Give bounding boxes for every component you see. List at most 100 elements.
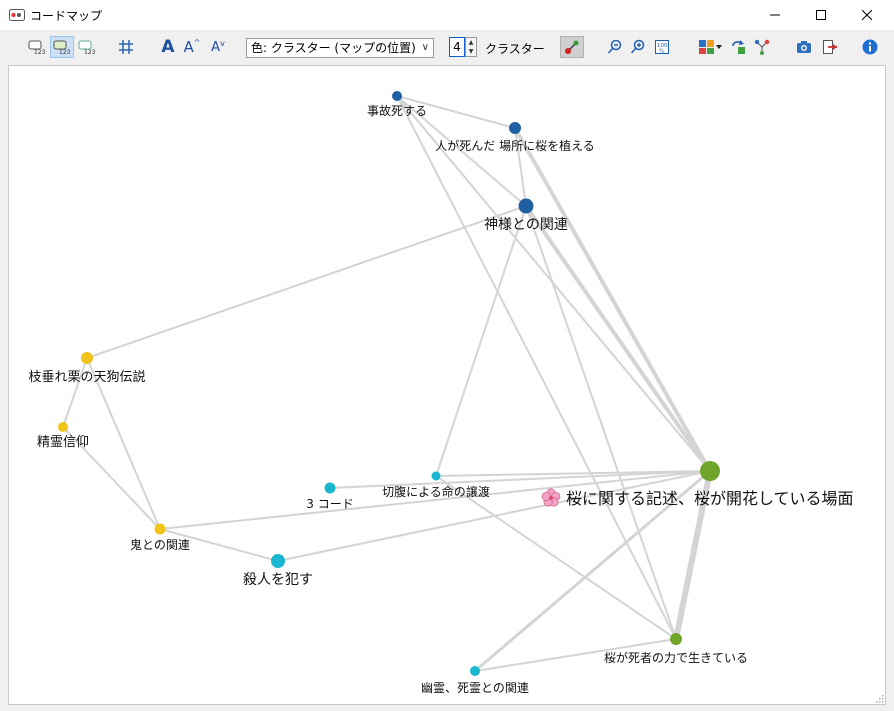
map-node-oni[interactable]: 鬼との関連 xyxy=(130,523,190,553)
edge-hito-sakura xyxy=(513,127,712,472)
node-dot[interactable] xyxy=(271,554,285,568)
map-node-shidare[interactable]: 枝垂れ栗の天狗伝説 xyxy=(28,352,146,385)
map-node-kami[interactable]: 神様との関連 xyxy=(484,198,568,234)
node-dot[interactable] xyxy=(58,422,68,432)
color-mode-select[interactable]: 色: クラスター (マップの位置) ∨ xyxy=(246,38,434,58)
map-node-seirei[interactable]: 精霊信仰 xyxy=(37,422,89,450)
node-dot[interactable] xyxy=(509,122,521,134)
node-label: 精霊信仰 xyxy=(37,435,89,450)
svg-text:123: 123 xyxy=(84,49,96,55)
exit-button[interactable] xyxy=(820,36,840,58)
edge-oni-satsujin xyxy=(159,528,279,562)
tree-icon xyxy=(754,39,770,55)
edge-seppuku-sakura xyxy=(435,470,711,477)
edge-kami-shisha xyxy=(525,205,677,640)
tag-123-green-icon: 123 xyxy=(53,40,71,55)
info-button[interactable] xyxy=(860,36,880,58)
map-node-yurei[interactable]: 幽霊、死霊との関連 xyxy=(421,666,529,695)
font-larger-button[interactable]: A^ xyxy=(183,37,201,57)
node-dot[interactable] xyxy=(518,198,534,214)
map-node-hito[interactable]: 人が死んだ 場所に桜を植える xyxy=(435,122,595,153)
svg-text:%: % xyxy=(659,49,664,55)
stepper-arrows-icon[interactable]: ▲▼ xyxy=(465,37,477,57)
minimize-button[interactable] xyxy=(752,0,798,30)
link-tool-button[interactable] xyxy=(560,36,584,58)
node-label: 神様との関連 xyxy=(484,217,568,233)
edge-sakura-shisha xyxy=(673,470,713,640)
zoom-100-button[interactable]: 100% xyxy=(652,36,672,58)
maximize-button[interactable] xyxy=(798,0,844,30)
node-dot[interactable] xyxy=(700,461,720,481)
svg-text:123: 123 xyxy=(34,49,46,55)
node-label: 鬼との関連 xyxy=(130,537,190,552)
edge-jiko-kami xyxy=(396,95,527,207)
exit-icon xyxy=(823,40,837,54)
node-label: 枝垂れ栗の天狗伝説 xyxy=(28,369,145,385)
edge-code3-sakura xyxy=(329,470,711,489)
code-map-app-icon xyxy=(9,9,25,21)
zoom-out-icon xyxy=(607,39,622,54)
minimize-icon xyxy=(770,14,780,16)
close-icon xyxy=(862,10,872,20)
export-icon xyxy=(732,40,745,54)
node-dot[interactable] xyxy=(392,91,402,101)
zoom-in-button[interactable] xyxy=(628,36,648,58)
map-node-seppuku[interactable]: 切腹による命の譲渡 xyxy=(382,471,490,500)
map-node-sakura[interactable]: 桜に関する記述、桜が開花している場面 xyxy=(541,461,854,508)
zoom-in-icon xyxy=(630,39,645,54)
map-node-code3[interactable]: 3 コード xyxy=(306,482,354,512)
node-dot[interactable] xyxy=(670,633,682,645)
cluster-count-stepper[interactable]: 4 ▲▼ xyxy=(449,37,479,59)
grid-button[interactable] xyxy=(116,36,136,58)
svg-text:100: 100 xyxy=(657,43,668,49)
edge-hito-kami xyxy=(514,127,527,207)
title-bar: コードマップ xyxy=(0,0,894,30)
map-node-shisha[interactable]: 桜が死者の力で生きている xyxy=(604,633,748,665)
window-title: コードマップ xyxy=(30,9,103,23)
node-dot[interactable] xyxy=(154,523,166,535)
tree-button[interactable] xyxy=(752,36,772,58)
map-node-jiko[interactable]: 事故死する xyxy=(367,91,427,118)
node-label: 殺人を犯す xyxy=(243,572,313,588)
info-icon xyxy=(862,39,878,55)
node-dot[interactable] xyxy=(431,471,441,481)
zoom-100-icon: 100% xyxy=(655,40,669,55)
cluster-count-input[interactable]: 4 xyxy=(449,37,465,57)
map-node-satsujin[interactable]: 殺人を犯す xyxy=(243,554,313,588)
node-dot[interactable] xyxy=(81,352,93,364)
edge-kami-shidare xyxy=(86,205,527,359)
node-label: 事故死する xyxy=(367,103,427,118)
layout-icon xyxy=(699,40,722,54)
show-frequency-button[interactable]: 123 xyxy=(26,36,48,58)
svg-text:123: 123 xyxy=(59,49,71,55)
edge-shidare-oni xyxy=(86,357,161,530)
edge-oni-sakura xyxy=(159,470,711,530)
close-button[interactable] xyxy=(844,0,890,30)
font-normal-button[interactable]: A xyxy=(158,36,178,58)
layout-menu-button[interactable] xyxy=(697,36,725,58)
node-label: 切腹による命の譲渡 xyxy=(382,484,490,499)
edge-jiko-hito xyxy=(396,95,516,129)
show-frequency-button-2[interactable]: 123 xyxy=(50,36,74,58)
font-icon: A xyxy=(161,37,175,57)
show-frequency-button-3[interactable]: 123 xyxy=(76,36,98,58)
node-dot[interactable] xyxy=(324,482,336,494)
tag-123-icon: 123 xyxy=(28,40,46,55)
resize-grip-icon[interactable] xyxy=(876,695,884,703)
zoom-out-button[interactable] xyxy=(605,36,625,58)
node-dot[interactable] xyxy=(470,666,480,676)
export-button[interactable] xyxy=(728,36,748,58)
edge-sakura-yurei xyxy=(474,469,711,673)
cherry-blossom-icon xyxy=(541,488,561,507)
screenshot-button[interactable] xyxy=(794,36,814,58)
code-map-canvas[interactable]: 事故死する人が死んだ 場所に桜を植える神様との関連枝垂れ栗の天狗伝説精霊信仰鬼と… xyxy=(8,65,886,705)
edge-shidare-seirei xyxy=(62,357,88,428)
node-label: 幽霊、死霊との関連 xyxy=(421,681,529,695)
edge-jiko-shisha xyxy=(396,95,677,640)
maximize-icon xyxy=(816,10,826,20)
node-label: 人が死んだ 場所に桜を植える xyxy=(435,138,594,153)
